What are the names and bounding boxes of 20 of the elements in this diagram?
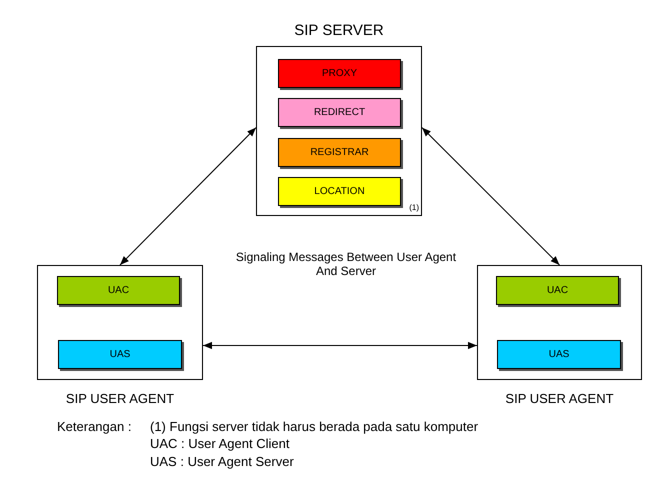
note-text: Keterangan : — [57, 418, 132, 436]
footnote-mark: (1) — [409, 202, 419, 214]
note-text: UAC : User Agent Client — [150, 435, 290, 453]
arrow — [202, 342, 478, 350]
group-title: SIP USER AGENT — [64, 390, 176, 408]
function-box: PROXY — [278, 59, 401, 88]
function-box: UAS — [497, 340, 621, 369]
function-box: LOCATION — [278, 177, 401, 206]
arrow — [120, 127, 256, 266]
group-title: SIP USER AGENT — [504, 390, 615, 408]
note-text: UAS : User Agent Server — [150, 453, 294, 471]
note-text: Signaling Messages Between User Agent And Server — [234, 250, 458, 278]
function-box: UAS — [58, 340, 182, 369]
note-text: (1) Fungsi server tidak harus berada pada satu komputer — [150, 418, 478, 436]
group-title: SIP SERVER — [293, 21, 385, 41]
arrow — [422, 127, 560, 266]
function-box: REGISTRAR — [278, 138, 401, 167]
function-box: UAC — [496, 276, 619, 305]
function-box: UAC — [57, 276, 180, 305]
function-box: REDIRECT — [278, 98, 401, 127]
